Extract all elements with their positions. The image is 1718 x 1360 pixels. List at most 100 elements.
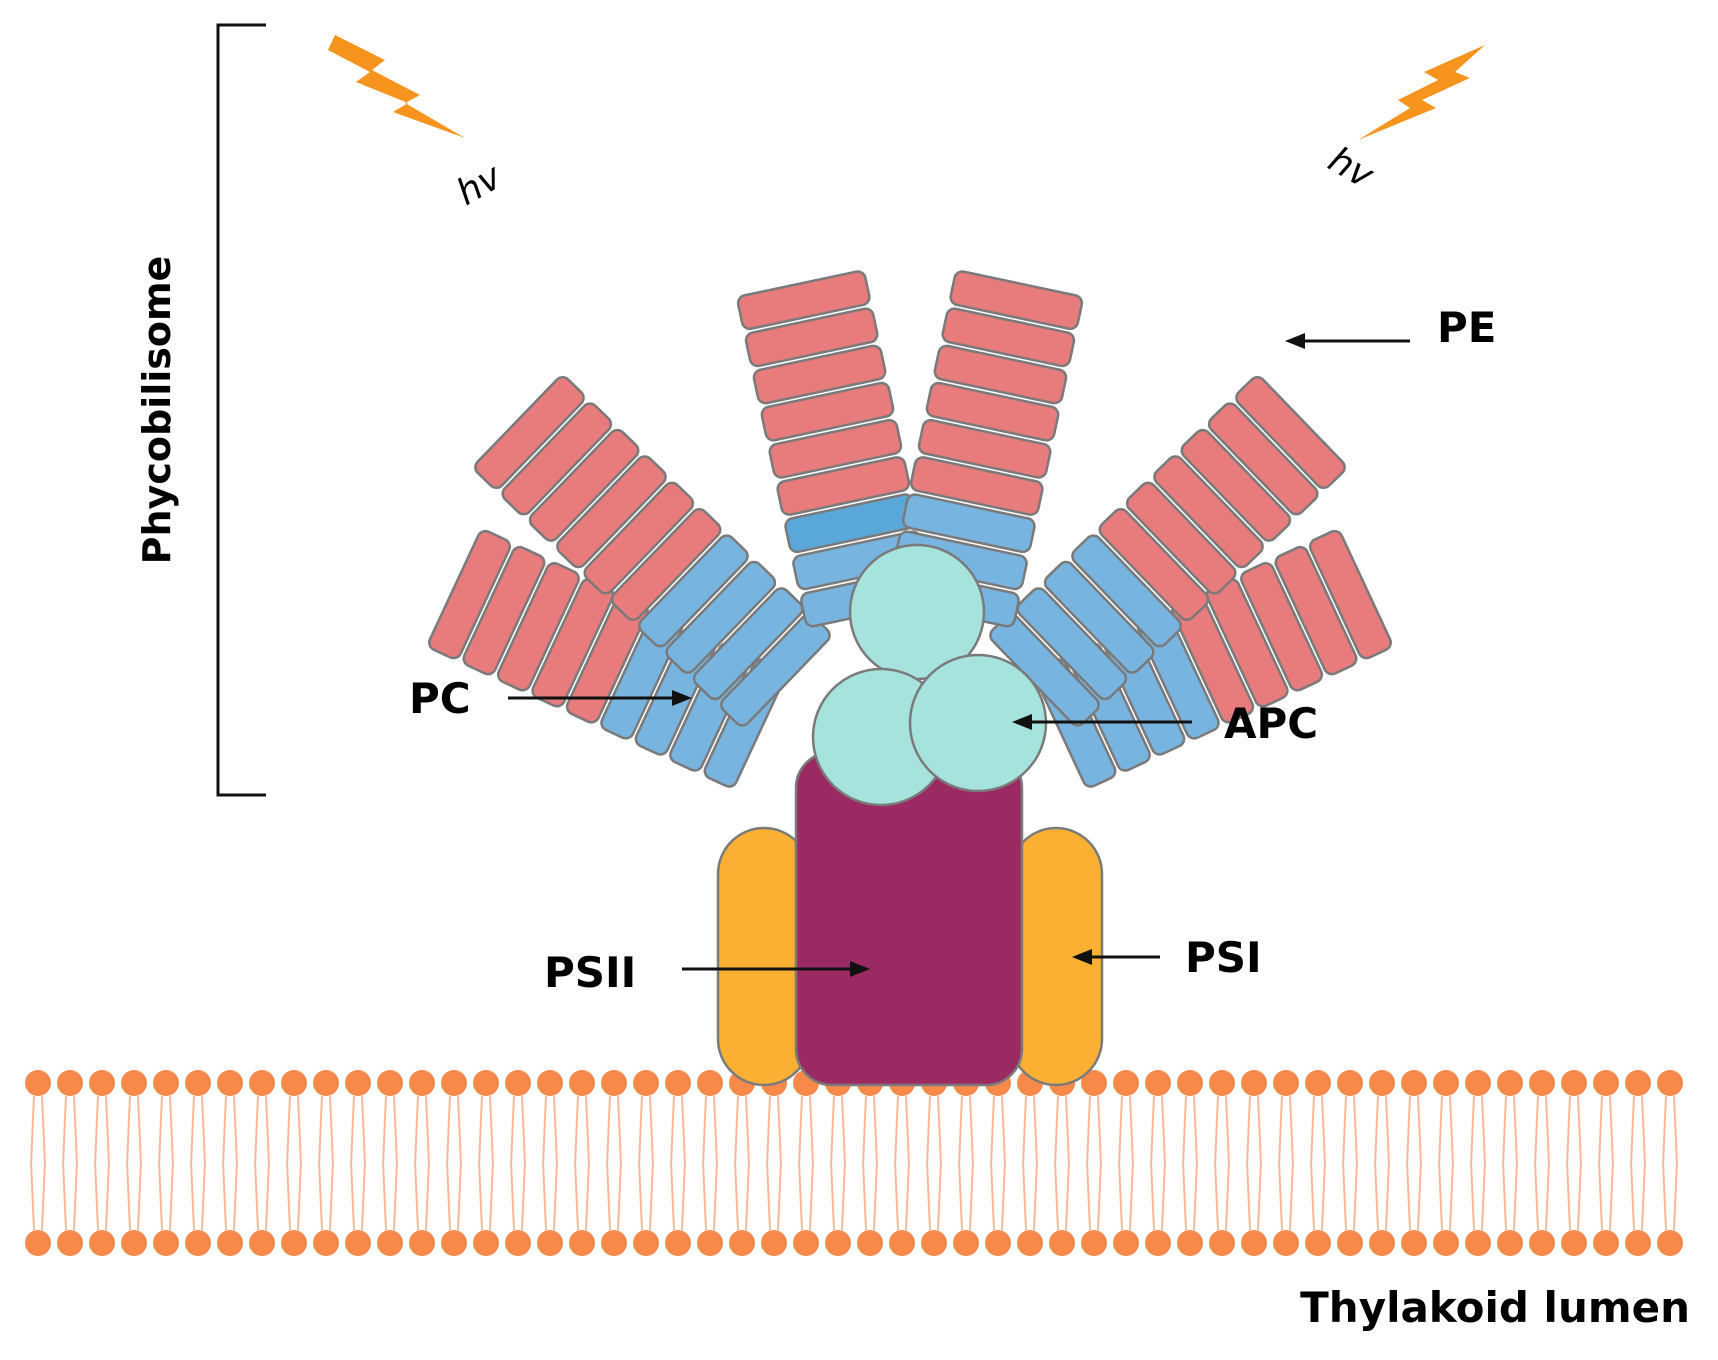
lipid-head (25, 1070, 51, 1096)
lipid-head (793, 1230, 819, 1256)
lipid-head (889, 1230, 915, 1256)
lipid-head (1593, 1070, 1619, 1096)
lipid-pair (345, 1070, 371, 1256)
pc-disc (1043, 560, 1155, 674)
pe-disc (528, 428, 640, 542)
lipid-pair (537, 1070, 563, 1256)
pe-disc (501, 402, 613, 516)
pe-arrowhead (1285, 333, 1305, 349)
lipid-pair (1625, 1070, 1651, 1256)
pe-disc (909, 456, 1044, 516)
lipid-head (409, 1070, 435, 1096)
lipid-head (1241, 1070, 1267, 1096)
pe-disc (917, 418, 1052, 479)
lipid-head (1337, 1230, 1363, 1256)
lipid-head (57, 1070, 83, 1096)
phycobilisome-rods (428, 270, 1392, 788)
lipid-head (1593, 1230, 1619, 1256)
lipid-pair (1497, 1070, 1523, 1256)
apc-label: APC (1224, 699, 1318, 748)
lipid-pair (1177, 1070, 1203, 1256)
lipid-pair (1657, 1070, 1683, 1256)
pc-label: PC (409, 674, 471, 723)
pe-disc (428, 529, 512, 660)
lipid-pair (1529, 1070, 1555, 1256)
lipid-head (1081, 1230, 1107, 1256)
pe-disc (1240, 562, 1324, 692)
lipid-pair (729, 1070, 755, 1256)
lipid-head (441, 1070, 467, 1096)
lipid-head (441, 1230, 467, 1256)
lipid-head (1049, 1230, 1075, 1256)
psi-label: PSI (1185, 933, 1262, 982)
lipid-head (697, 1070, 723, 1096)
lipid-pair (409, 1070, 435, 1256)
lipid-head (1177, 1230, 1203, 1256)
lipid-head (601, 1230, 627, 1256)
lipid-head (857, 1230, 883, 1256)
lipid-head (185, 1230, 211, 1256)
lipid-pair (1081, 1070, 1107, 1256)
lipid-head (921, 1230, 947, 1256)
lipid-head (121, 1230, 147, 1256)
lipid-head (1657, 1230, 1683, 1256)
lipid-head (1209, 1230, 1235, 1256)
lipid-head (249, 1070, 275, 1096)
lipid-pair (185, 1070, 211, 1256)
pe-disc (1235, 376, 1346, 490)
lipid-pair (697, 1070, 723, 1256)
lipid-pair (1241, 1070, 1267, 1256)
pe-disc (496, 562, 580, 692)
lipid-pair (1433, 1070, 1459, 1256)
lipid-pair (441, 1070, 467, 1256)
psii-arrowhead (850, 961, 870, 977)
lipid-pair (1017, 1070, 1043, 1256)
lipid-head (345, 1070, 371, 1096)
lipid-head (89, 1230, 115, 1256)
lipid-head (1113, 1230, 1139, 1256)
light-label-left: hv (450, 156, 509, 214)
lipid-pair (57, 1070, 83, 1256)
pe-disc (1098, 508, 1210, 622)
pe-disc (736, 270, 871, 331)
lipid-pair (985, 1070, 1011, 1256)
pe-disc (744, 307, 879, 368)
lipid-head (1305, 1070, 1331, 1096)
lipid-head (1497, 1230, 1523, 1256)
lightning-bolt-icon (328, 35, 465, 138)
phycobilisome-rod (989, 376, 1346, 727)
lipid-head (1273, 1070, 1299, 1096)
light-label-right: hv (1321, 139, 1380, 197)
lipid-head (761, 1230, 787, 1256)
pe-disc (1125, 481, 1237, 595)
lipid-head (569, 1230, 595, 1256)
lipid-head (57, 1230, 83, 1256)
pe-disc (760, 381, 895, 442)
pe-disc (752, 344, 887, 405)
lipid-head (665, 1230, 691, 1256)
lipid-head (1625, 1070, 1651, 1096)
lipid-head (505, 1070, 531, 1096)
pe-disc (776, 456, 911, 516)
pe-disc (941, 307, 1076, 368)
phycobilisome-bracket (216, 23, 266, 797)
pe-disc (949, 270, 1084, 331)
lipid-pair (249, 1070, 275, 1256)
lipid-pair (1049, 1070, 1075, 1256)
lipid-head (1145, 1230, 1171, 1256)
lipid-head (313, 1070, 339, 1096)
lipid-head (633, 1070, 659, 1096)
lipid-head (1369, 1070, 1395, 1096)
lipid-head (569, 1070, 595, 1096)
lipid-pair (1145, 1070, 1171, 1256)
lipid-head (1401, 1230, 1427, 1256)
lipid-head (1561, 1070, 1587, 1096)
lipid-head (537, 1070, 563, 1096)
lipid-pair (1273, 1070, 1299, 1256)
lipid-head (25, 1230, 51, 1256)
lipid-head (1305, 1230, 1331, 1256)
lipid-pair (601, 1070, 627, 1256)
lipid-pair (1369, 1070, 1395, 1256)
